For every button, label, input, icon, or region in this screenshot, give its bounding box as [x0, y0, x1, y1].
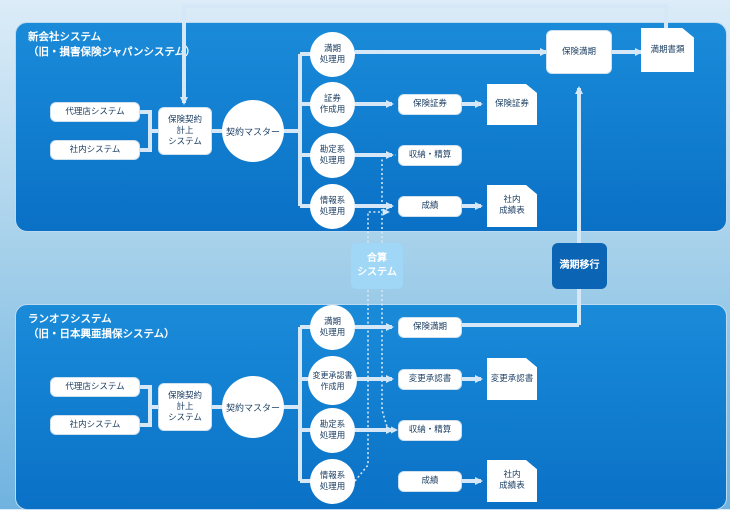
- accounting-proc-node: 勘定系 処理用: [310, 133, 355, 178]
- accounting-proc-node: 勘定系 処理用: [310, 408, 355, 453]
- panel-subtitle: （旧・損害保険ジャパンシステム）: [28, 46, 196, 58]
- maturity-documents-doc: 満期書類: [641, 28, 694, 72]
- contract-master-node: 契約マスター: [222, 100, 284, 162]
- policy-doc: 保険証券: [487, 84, 537, 125]
- internal-results-table-doc: 社内 成績表: [487, 460, 537, 502]
- certificate-create-node: 証券 作成用: [310, 82, 355, 127]
- endorsement-box: 変更承認書: [398, 369, 462, 390]
- maturity-proc-node: 満期 処理用: [310, 32, 355, 77]
- insurance-maturity-box: 保険満期: [398, 317, 462, 338]
- results-box: 成績: [398, 471, 462, 492]
- panel-title: ランオフシステム: [28, 313, 112, 325]
- panel-subtitle: （旧・日本興亜損保システム）: [28, 328, 175, 340]
- info-proc-node: 情報系 処理用: [310, 459, 355, 504]
- endorsement-doc: 変更承認書: [487, 358, 537, 400]
- internal-results-table-doc: 社内 成績表: [487, 185, 537, 227]
- results-box: 成績: [398, 196, 462, 217]
- info-proc-node: 情報系 処理用: [310, 184, 355, 229]
- maturity-migration-badge: 満期移行: [552, 243, 607, 289]
- collection-settlement-box: 収納・精算: [398, 420, 462, 441]
- contract-calc-system-box: 保険契約 計上 システム: [158, 383, 212, 431]
- combined-system-badge: 合算 システム: [351, 243, 403, 289]
- collection-settlement-box: 収納・精算: [398, 145, 462, 166]
- agency-system-box: 代理店システム: [50, 102, 140, 122]
- runoff-system-panel: ランオフシステム （旧・日本興亜損保システム）: [15, 304, 727, 510]
- feedback-line: [180, 4, 668, 105]
- maturity-proc-node: 満期 処理用: [310, 305, 355, 350]
- insurance-maturity-box: 保険満期: [546, 30, 612, 74]
- panel-title: 新会社システム: [28, 31, 102, 43]
- endorsement-create-node: 変更承認書 作成用: [308, 356, 357, 405]
- contract-master-node: 契約マスター: [222, 376, 284, 438]
- policy-box: 保険証券: [398, 94, 462, 115]
- contract-calc-system-box: 保険契約 計上 システム: [158, 107, 212, 155]
- agency-system-box: 代理店システム: [50, 377, 140, 397]
- internal-system-box: 社内システム: [50, 415, 140, 435]
- internal-system-box: 社内システム: [50, 140, 140, 160]
